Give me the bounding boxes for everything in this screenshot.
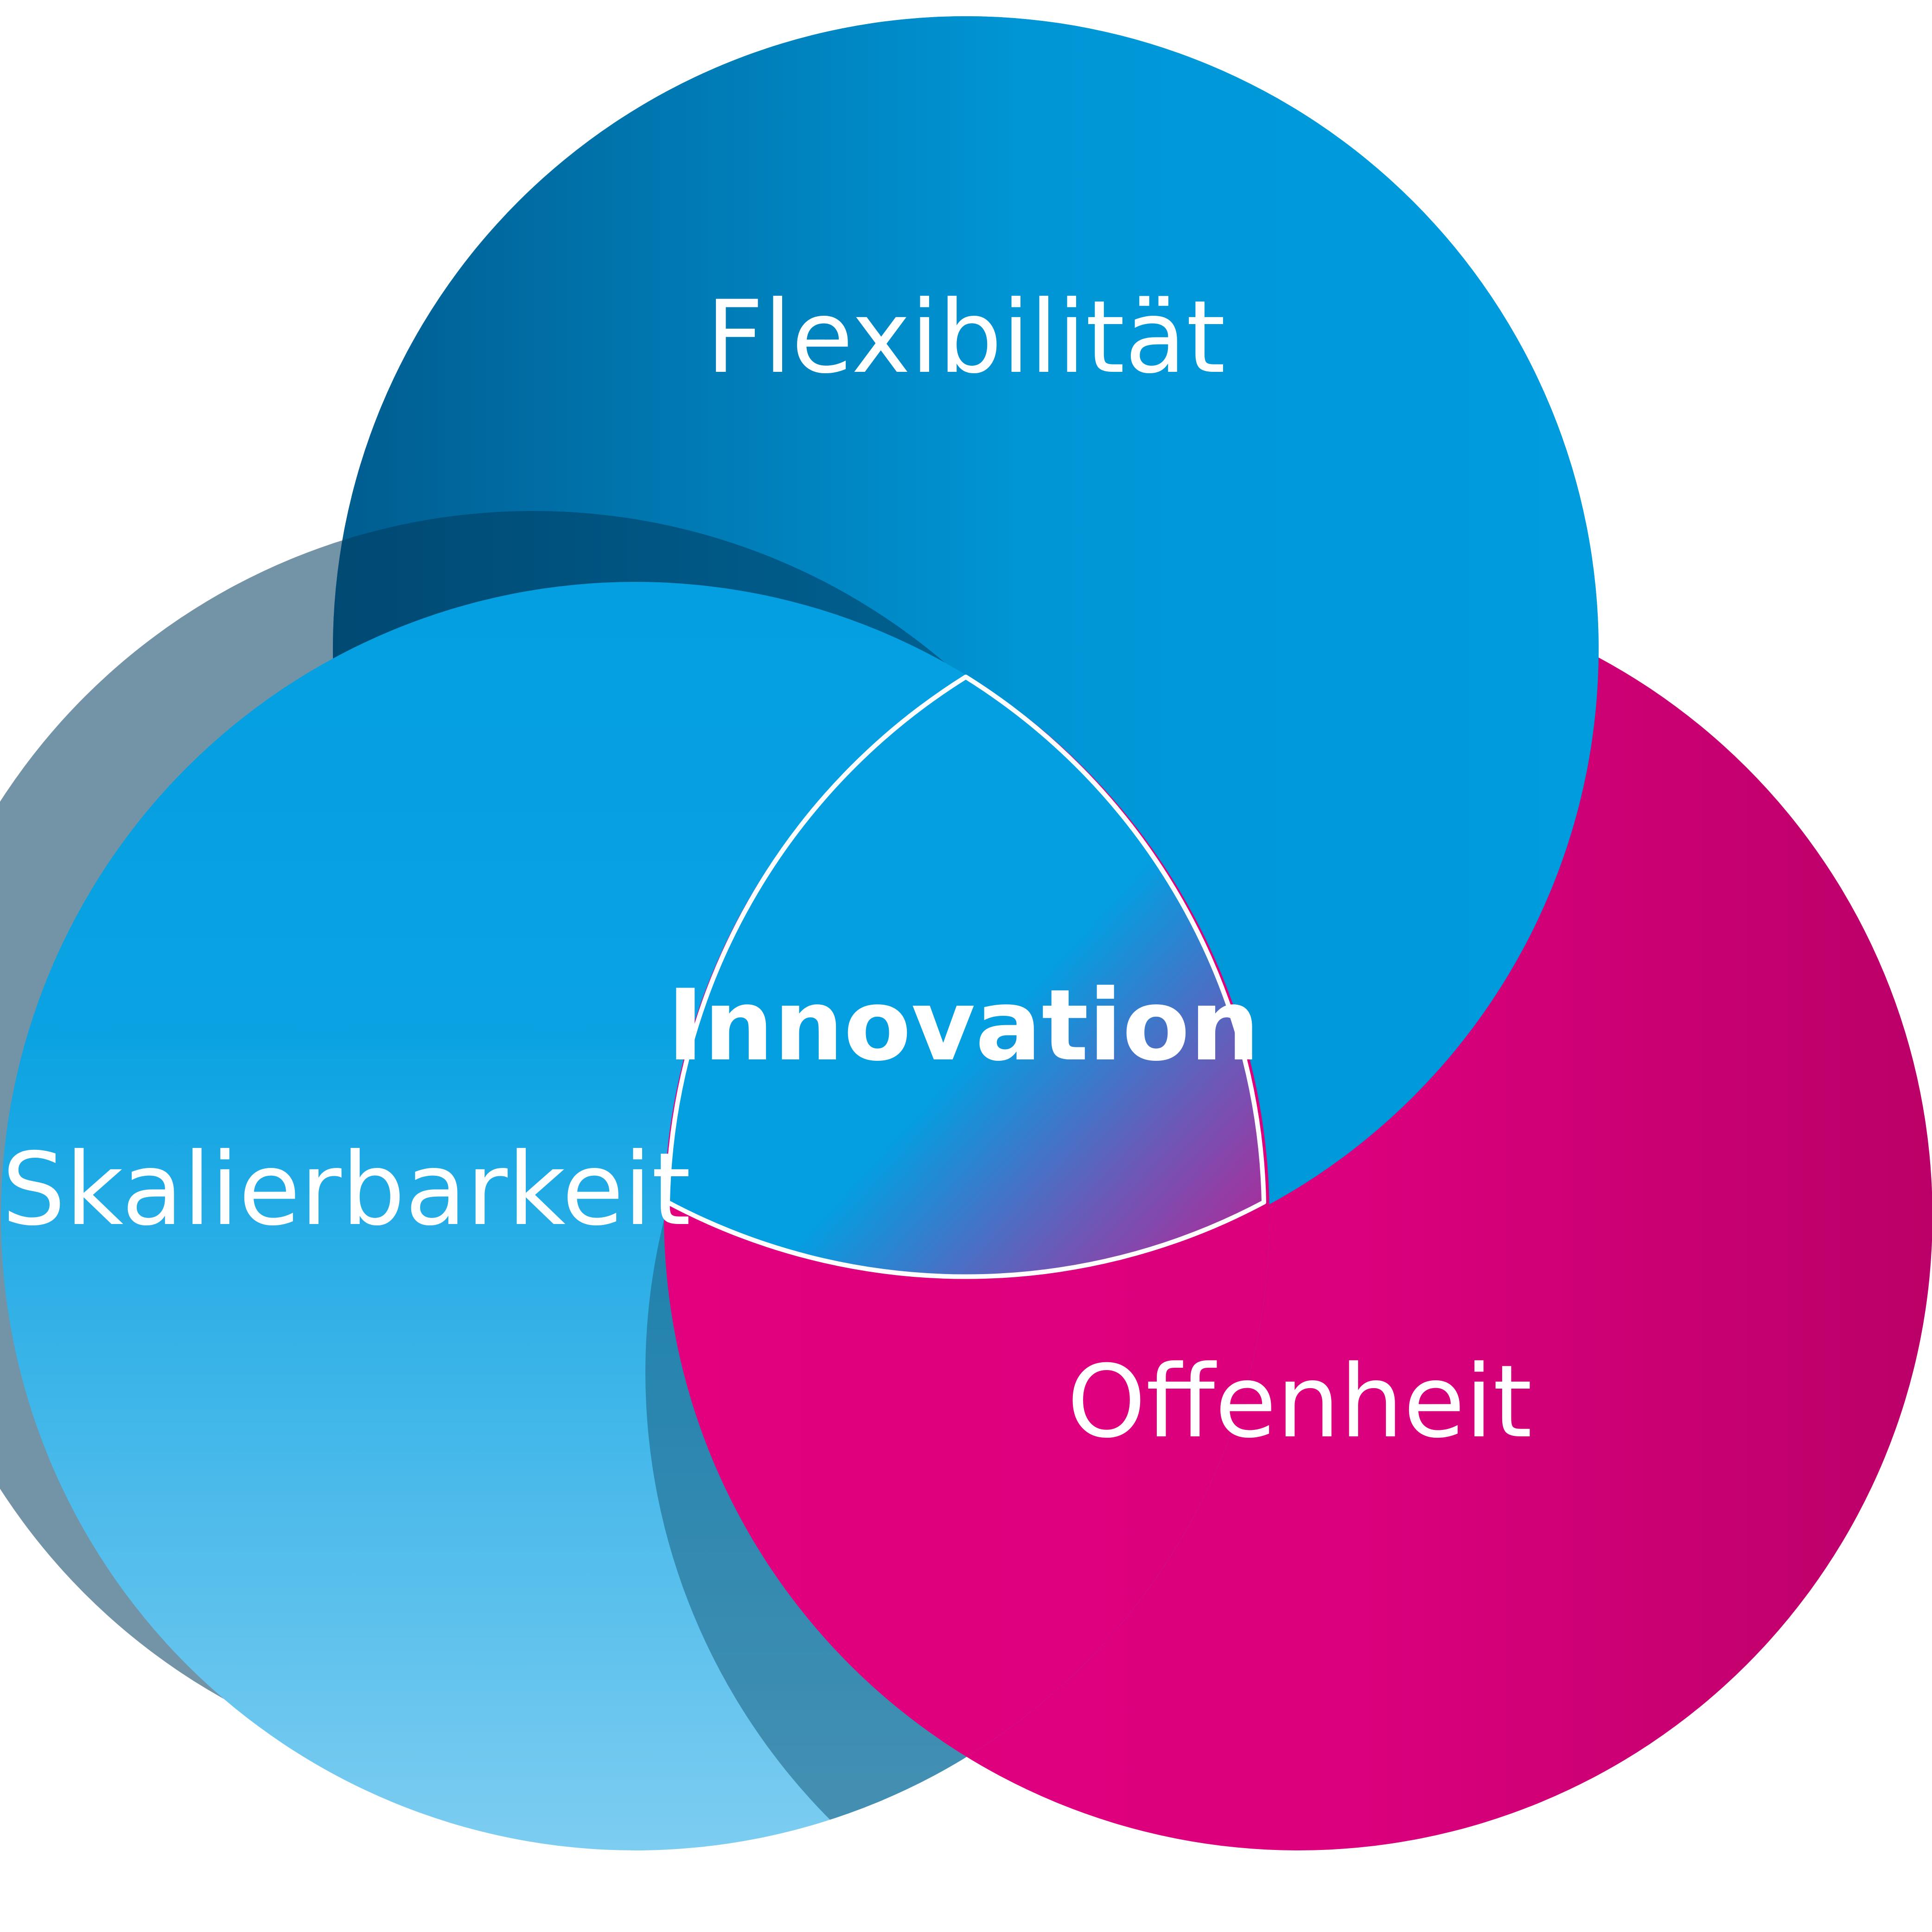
label-flexibilitaet: Flexibilität [706, 279, 1225, 395]
label-innovation: Innovation [667, 968, 1260, 1083]
label-offenheit: Offenheit [1067, 1344, 1532, 1460]
intersection-innovation [665, 675, 1266, 1279]
label-skalierbarkeit: Skalierbarkeit [2, 1131, 691, 1248]
